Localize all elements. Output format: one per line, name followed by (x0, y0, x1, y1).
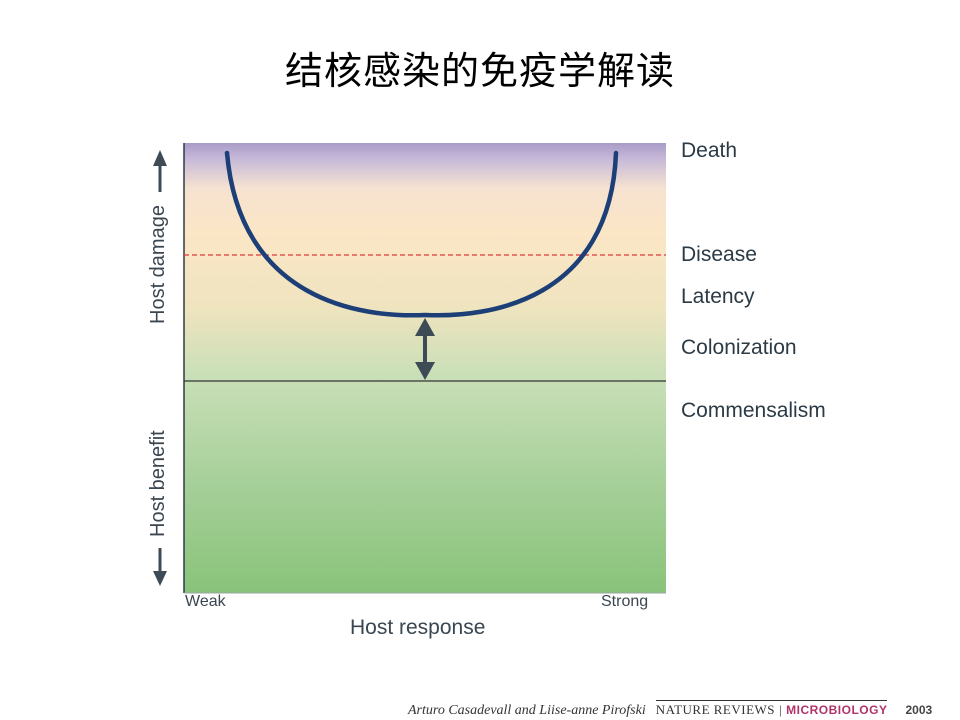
citation-journal-name: NATURE REVIEWS (655, 702, 776, 717)
x-axis-title: Host response (350, 616, 486, 639)
y-axis-lower-label: Host benefit (147, 430, 169, 537)
arrow-down-icon (153, 548, 167, 586)
stage-label-latency: Latency (681, 285, 755, 308)
x-axis-left-label: Weak (185, 593, 226, 610)
stage-label-colonization: Colonization (681, 336, 797, 359)
citation-journal: NATURE REVIEWS|MICROBIOLOGY (655, 700, 888, 718)
double-arrow-icon (415, 318, 435, 380)
citation-authors: Arturo Casadevall and Liise-anne Pirofsk… (408, 703, 646, 718)
x-axis-right-label: Strong (601, 593, 649, 610)
citation: Arturo Casadevall and Liise-anne Pirofsk… (408, 700, 938, 720)
stage-label-commensalism: Commensalism (681, 399, 826, 422)
damage-response-curve (224, 150, 619, 318)
slide-title: 结核感染的免疫学解读 (284, 49, 675, 93)
citation-year: 2003 (905, 703, 933, 717)
y-axis-upper-label: Host damage (147, 205, 169, 324)
stage-label-death: Death (681, 139, 738, 162)
stage-label-disease: Disease (681, 243, 757, 266)
arrow-up-icon (153, 150, 167, 192)
citation-section: MICROBIOLOGY (786, 703, 888, 717)
citation-separator: | (779, 702, 783, 717)
